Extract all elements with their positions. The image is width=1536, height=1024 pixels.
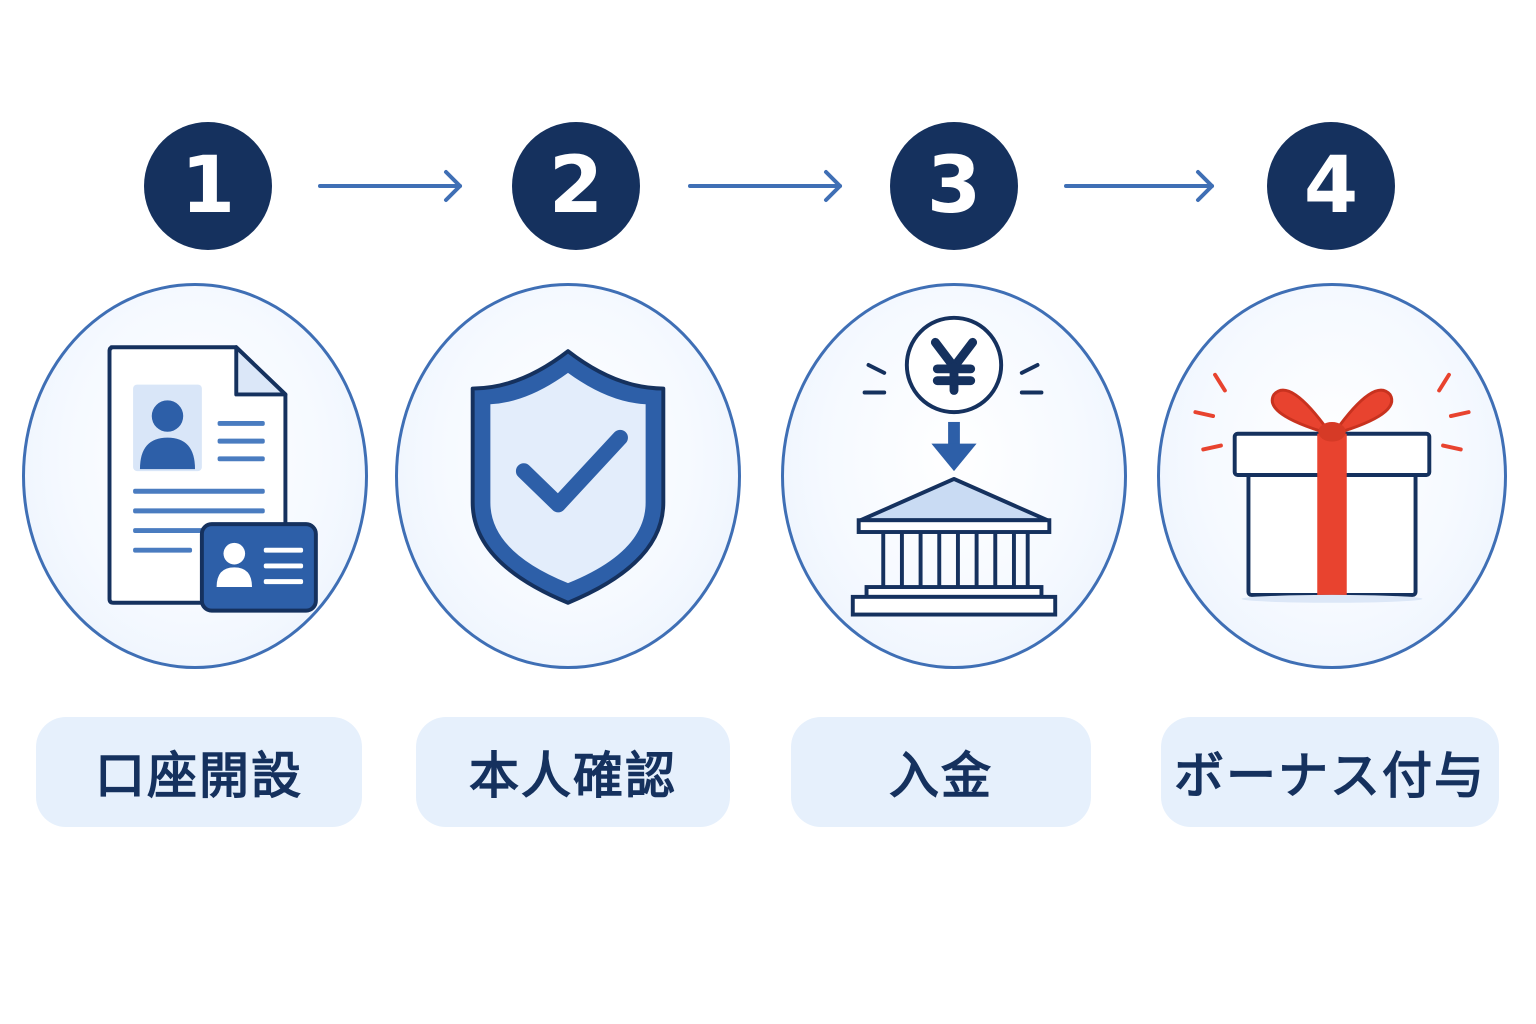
step-4: 4 ボーナス付与 (1150, 0, 1530, 1024)
step-number-badge: 1 (144, 122, 272, 250)
shield-check-icon (470, 349, 666, 605)
step-number-badge: 2 (512, 122, 640, 250)
step-number-badge: 4 (1267, 122, 1395, 250)
step-label: 本人確認 (416, 717, 730, 827)
account-document-icon (107, 345, 318, 613)
step-label: ボーナス付与 (1161, 717, 1499, 827)
step-1: 1 口座開設 (15, 0, 395, 1024)
step-icon-circle (781, 283, 1127, 669)
yen-bank-icon (850, 315, 1058, 617)
step-icon-circle (22, 283, 368, 669)
arrow-right-icon (1064, 170, 1214, 202)
step-number-badge: 3 (890, 122, 1018, 250)
step-label: 口座開設 (36, 717, 362, 827)
gift-box-icon (1193, 372, 1471, 603)
step-icon-circle (1157, 283, 1507, 669)
step-2: 2 本人確認 (385, 0, 765, 1024)
arrow-right-icon (688, 170, 842, 202)
arrow-right-icon (318, 170, 462, 202)
step-icon-circle (395, 283, 741, 669)
step-label: 入金 (791, 717, 1091, 827)
step-3: 3 (770, 0, 1150, 1024)
